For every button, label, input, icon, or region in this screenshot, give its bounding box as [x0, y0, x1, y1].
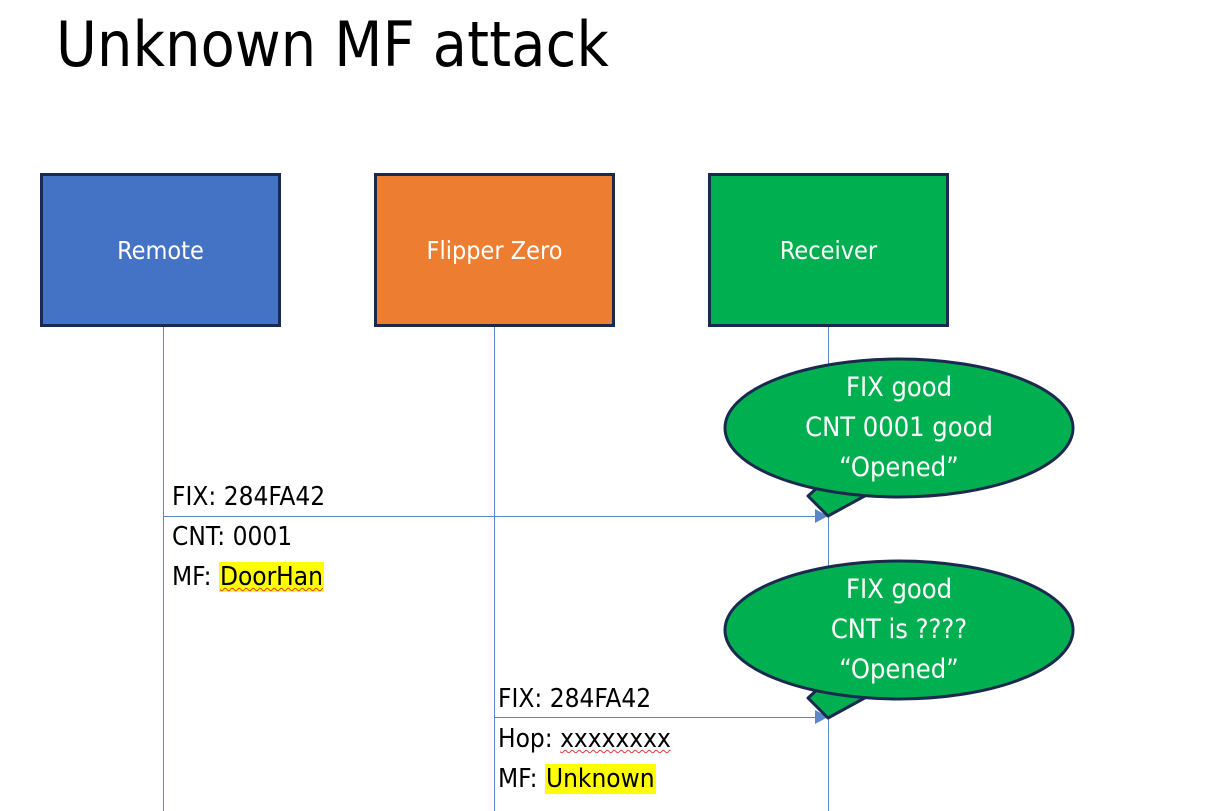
actor-label-receiver: Receiver	[779, 235, 878, 265]
message-line-1-2: CNT: 0001	[172, 517, 325, 557]
message-line-1-1-label: FIX:	[172, 482, 224, 512]
message-line-1-2-value: 0001	[232, 522, 293, 552]
message-line-2-2-value: xxxxxxxx	[560, 724, 671, 754]
lifeline-flipper	[494, 327, 495, 811]
message-line-1-3: MF: DoorHan	[172, 557, 325, 597]
message-arrow-line-1	[163, 516, 816, 517]
actor-box-flipper[interactable]: Flipper Zero	[374, 173, 615, 327]
message-line-2-1-value: 284FA42	[549, 684, 652, 714]
page-title: Unknown MF attack	[56, 8, 610, 81]
speech-bubble-1[interactable]: FIX good CNT 0001 good “Opened”	[722, 356, 1076, 522]
message-line-1-2-label: CNT:	[172, 522, 233, 552]
message-text-2: FIX: 284FA42 Hop: xxxxxxxx MF: Unknown	[498, 679, 671, 799]
message-line-2-2: Hop: xxxxxxxx	[498, 719, 671, 759]
message-line-1-1-value: 284FA42	[223, 482, 326, 512]
speech-bubble-1-shape	[723, 357, 1075, 518]
message-line-1-3-label: MF:	[172, 562, 219, 592]
lifeline-remote	[163, 327, 164, 811]
speech-bubble-2-shape	[723, 559, 1075, 720]
message-line-2-2-label: Hop:	[498, 724, 561, 754]
actor-label-remote: Remote	[117, 235, 204, 265]
message-line-2-3: MF: Unknown	[498, 759, 671, 799]
speech-bubble-2[interactable]: FIX good CNT is ???? “Opened”	[722, 558, 1076, 724]
message-line-1-1: FIX: 284FA42	[172, 477, 325, 517]
message-line-1-3-value: DoorHan	[218, 562, 324, 592]
message-line-2-3-label: MF:	[498, 764, 545, 794]
actor-box-remote[interactable]: Remote	[40, 173, 281, 327]
message-arrow-line-2	[494, 717, 816, 718]
message-line-2-1: FIX: 284FA42	[498, 679, 671, 719]
message-line-2-3-value: Unknown	[544, 764, 656, 794]
message-text-1: FIX: 284FA42 CNT: 0001 MF: DoorHan	[172, 477, 325, 597]
actor-label-flipper: Flipper Zero	[426, 235, 563, 265]
message-line-2-1-label: FIX:	[498, 684, 550, 714]
actor-box-receiver[interactable]: Receiver	[708, 173, 949, 327]
